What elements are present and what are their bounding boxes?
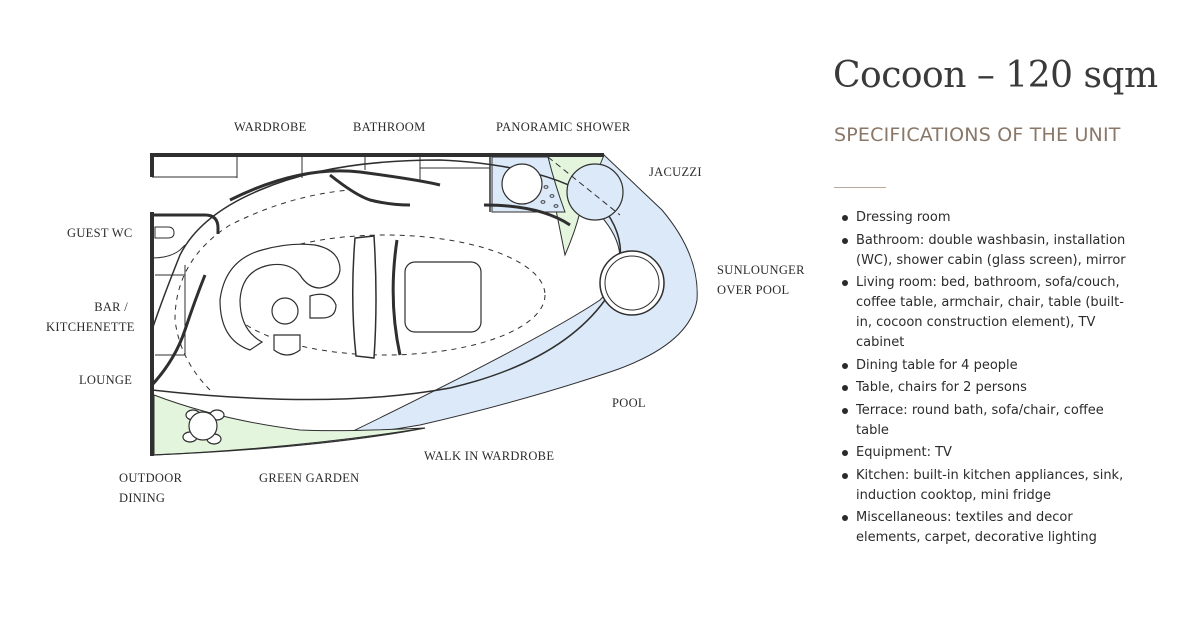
label-bar-kitchenette: BAR / KITCHENETTE [46,300,135,334]
label-guest-wc: GUEST WC [67,226,133,240]
specs-heading: SPECIFICATIONS OF THE UNIT [834,124,1121,146]
pool-area [344,154,698,436]
jacuzzi-tub [566,163,624,221]
top-wall [150,153,604,177]
specs-list: Dressing room Bathroom: double washbasin… [838,208,1128,551]
label-sunlounger: SUNLOUNGER OVER POOL [717,263,805,297]
cocoon-wall-3 [483,203,571,227]
guest-wc-wall [152,213,220,234]
shower-pebbles [540,185,559,208]
label-pool: POOL [612,396,646,410]
armchair [309,293,337,319]
cocoon-top-wall [229,169,441,202]
garden-area [153,394,426,456]
spec-item: Kitchen: built-in kitchen appliances, si… [838,466,1128,506]
label-wardrobe: WARDROBE [234,120,307,134]
label-walk-in-wardrobe: WALK IN WARDROBE [424,449,555,463]
label-green-garden: GREEN GARDEN [259,471,360,485]
tv-cabinet [391,239,402,356]
bottom-line [151,427,426,456]
spec-item: Terrace: round bath, sofa/chair, coffee … [838,401,1128,441]
outdoor-dining-set [182,409,225,445]
label-bathroom: BATHROOM [353,120,426,134]
spec-item: Bathroom: double washbasin, installation… [838,231,1128,271]
label-lounge: LOUNGE [79,373,133,387]
chair [273,334,301,356]
spec-item: Living room: bed, bathroom, sofa/couch, … [838,273,1128,353]
label-outdoor-dining: OUTDOOR DINING [119,471,183,505]
cocoon-wall-2 [329,173,411,207]
guest-wc-toilet [154,226,175,239]
outer-dashed [174,189,351,391]
label-jacuzzi: JACUZZI [649,165,702,179]
unit-title: Cocoon – 120 sqm [833,55,1158,96]
spec-item: Equipment: TV [838,443,1128,463]
sofa [219,243,341,351]
coffee-table [271,297,299,325]
spec-item: Dressing room [838,208,1128,228]
cocoon-table [351,235,377,359]
kitchen-counter [151,244,186,356]
sunlounger-round [599,250,665,316]
floor-plan [150,153,698,456]
label-panoramic-shower: PANORAMIC SHOWER [496,120,631,134]
spec-item: Dining table for 4 people [838,356,1128,376]
spec-item: Table, chairs for 2 persons [838,378,1128,398]
divider [834,187,886,188]
lounge-curve [150,274,207,387]
bed [404,261,482,333]
shower-round [501,163,543,205]
spec-item: Miscellaneous: textiles and decor elemen… [838,508,1128,548]
